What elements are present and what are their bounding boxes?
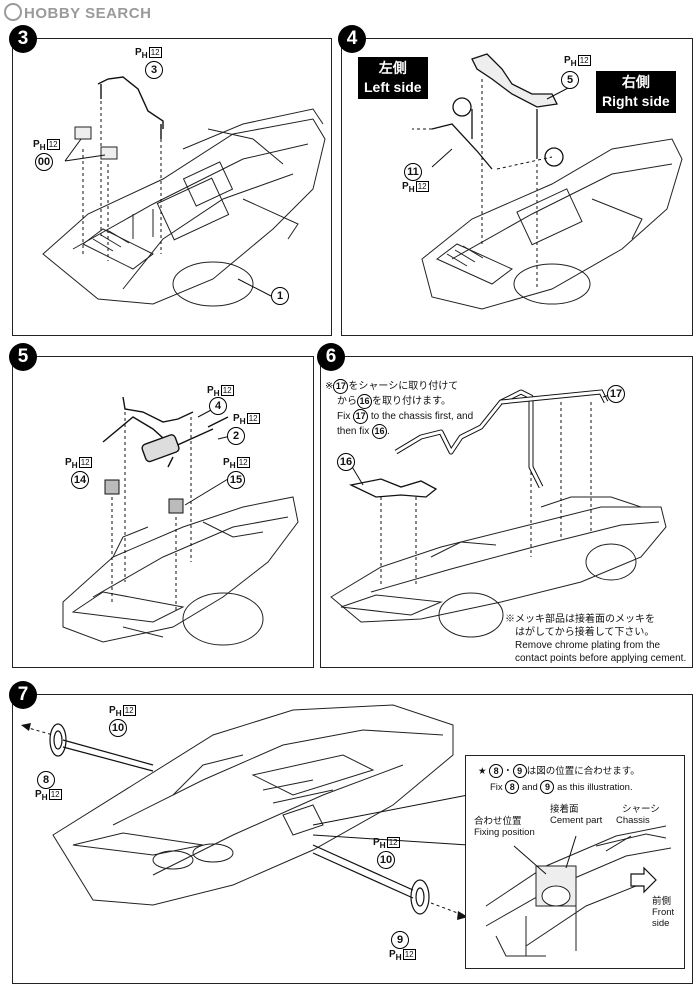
part-11: 11 bbox=[404, 163, 422, 181]
watermark: HOBBY SEARCH bbox=[4, 3, 151, 22]
part-10: 10 bbox=[109, 719, 127, 737]
chrome-plating-note: ※メッキ部品は接着面のメッキを はがしてから接着して下さい。 Remove ch… bbox=[505, 614, 687, 664]
step-5-badge: 5 bbox=[9, 343, 37, 371]
part-14: 14 bbox=[71, 471, 89, 489]
step-5-illustration bbox=[62, 396, 299, 646]
step-7-illustration bbox=[21, 704, 469, 920]
step-3-illustration bbox=[42, 76, 326, 307]
part-2: 2 bbox=[227, 427, 245, 445]
part-16: 16 bbox=[337, 453, 355, 471]
part-8: 8 bbox=[37, 771, 55, 789]
step-6-badge: 6 bbox=[317, 343, 345, 371]
step-4-badge: 4 bbox=[338, 25, 366, 53]
part-1: 1 bbox=[271, 287, 289, 305]
step-4-illustration bbox=[412, 53, 683, 310]
part-15: 15 bbox=[227, 471, 245, 489]
hobby-search-logo-icon bbox=[4, 3, 22, 21]
part-00: 00 bbox=[35, 153, 53, 171]
part-3: 3 bbox=[145, 61, 163, 79]
step-7-badge: 7 bbox=[9, 681, 37, 709]
step-3-badge: 3 bbox=[9, 25, 37, 53]
part-17: 17 bbox=[607, 385, 625, 403]
inset-note-line2: Fix 8 and 9 as this illustration. bbox=[490, 780, 633, 794]
part-9: 9 bbox=[391, 931, 409, 949]
part-4: 4 bbox=[209, 397, 227, 415]
inset-illustration bbox=[485, 825, 672, 957]
part-10-right: 10 bbox=[377, 851, 395, 869]
part-5: 5 bbox=[561, 71, 579, 89]
step-6-illustration bbox=[330, 389, 667, 638]
